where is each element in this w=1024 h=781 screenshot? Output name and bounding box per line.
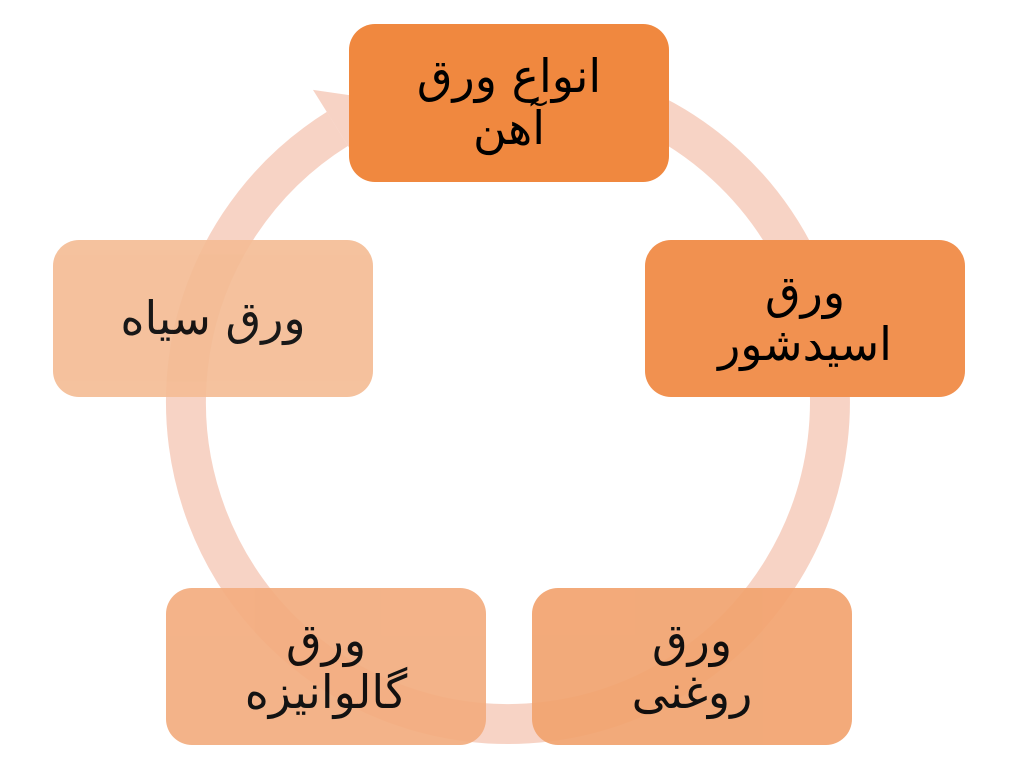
cycle-node-black-sheet: ورق سیاه [53,240,373,397]
node-label-line: انواع ورق [416,49,602,104]
node-label-line: آهن [472,101,546,155]
cycle-node-oiled-sheet: ورق روغنی [532,588,852,745]
node-label-line: ورق [285,612,367,667]
node-label-line: روغنی [631,664,753,719]
node-label-line: ورق [764,264,846,319]
node-label: انواع ورق آهن [417,51,601,154]
node-label: ورق روغنی [631,612,753,719]
node-label: ورق سیاه [120,290,306,345]
node-label-line: گالوانیزه [244,664,408,719]
node-label-line: ورق [651,612,733,667]
node-label: ورق اسیدشور [718,264,892,371]
cycle-node-iron-sheet-types: انواع ورق آهن [349,24,669,182]
node-label: ورق گالوانیزه [244,612,408,719]
node-label-line: اسیدشور [718,316,892,371]
cycle-node-galvanized-sheet: ورق گالوانیزه [166,588,486,745]
node-label-line: ورق سیاه [120,290,306,345]
cycle-node-pickled-sheet: ورق اسیدشور [645,240,965,397]
